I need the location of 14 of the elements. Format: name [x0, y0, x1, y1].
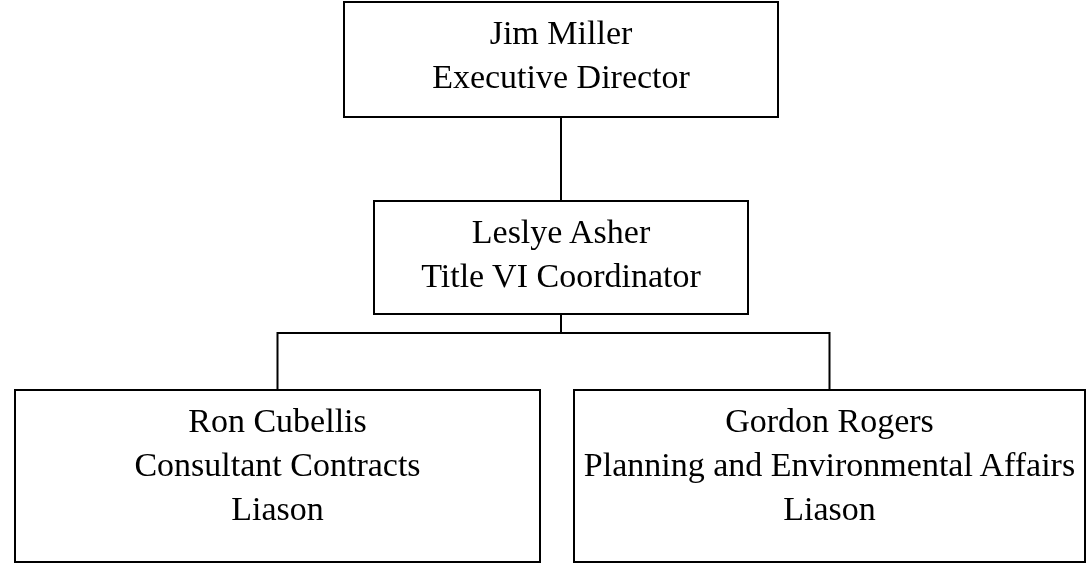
- job-title: Planning and Environmental Affairs Liason: [582, 445, 1077, 529]
- person-name: Leslye Asher: [471, 212, 651, 252]
- person-name: Gordon Rogers: [725, 401, 934, 441]
- connector-line: [560, 117, 562, 201]
- org-box: [343, 1, 779, 118]
- connector-line: [560, 314, 831, 390]
- job-title: Title VI Coordinator: [421, 256, 701, 296]
- org-box: [373, 200, 749, 315]
- job-title: Consultant Contracts Liason: [133, 445, 422, 529]
- org-box: [14, 389, 541, 563]
- job-title: Executive Director: [432, 57, 690, 97]
- person-name: Jim Miller: [489, 13, 633, 53]
- org-box: [573, 389, 1086, 563]
- person-name: Ron Cubellis: [188, 401, 367, 441]
